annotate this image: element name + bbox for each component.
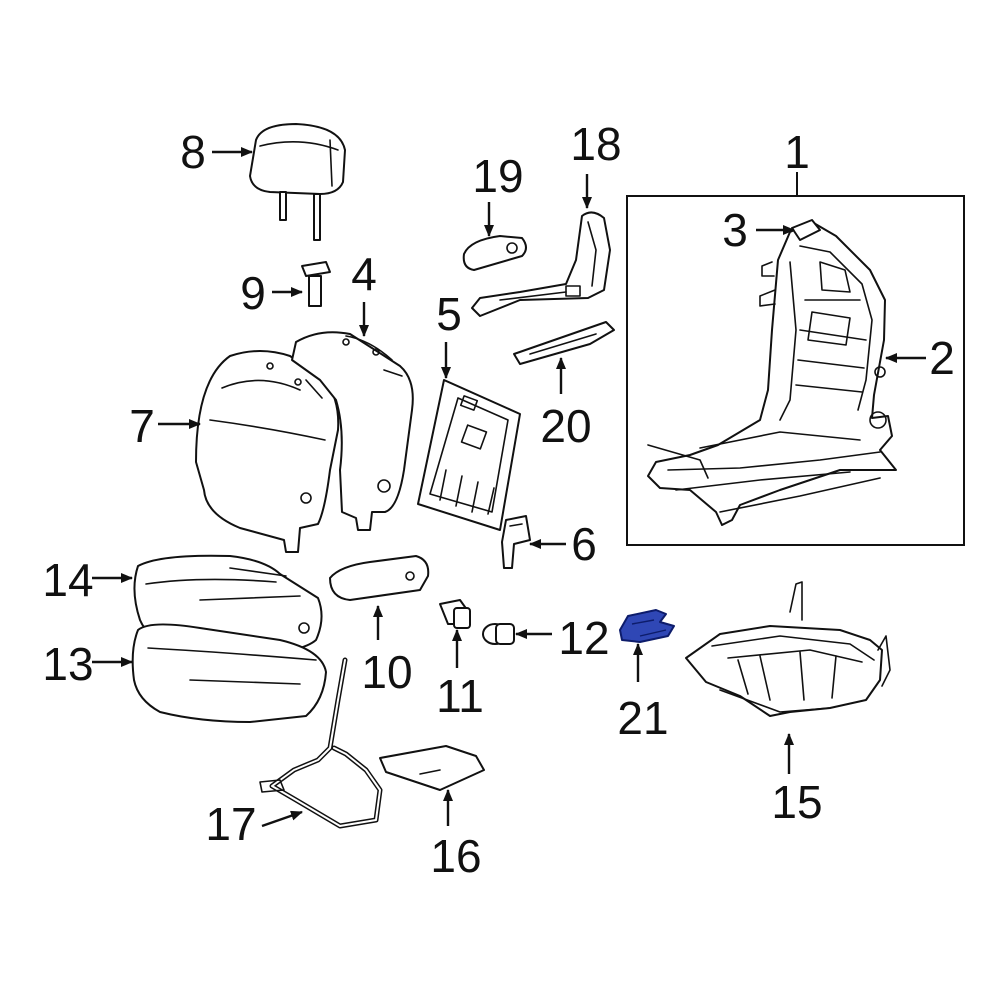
callout-4: 4 [351,248,377,300]
part-18-side-shield [471,211,611,317]
part-4-seatback-pad [291,331,414,531]
callout-21: 21 [617,692,668,744]
part-3-clip [791,219,821,241]
part-15-cushion-frame [685,581,891,717]
part-1-frame-box [626,172,965,546]
callout-19: 19 [472,150,523,202]
part-19-cover [462,235,527,271]
callout-10: 10 [361,646,412,698]
callout-labels: 1 2 3 4 5 6 7 8 9 10 11 12 13 14 15 16 1… [42,118,954,882]
callout-2: 2 [929,332,955,384]
part-6-hook [501,515,531,569]
callout-14: 14 [42,554,93,606]
part-21-highlighted-bracket [619,609,675,643]
callout-15: 15 [771,776,822,828]
part-7-seatback-cover [195,350,340,553]
part-16-plate [379,745,485,791]
callout-12: 12 [558,612,609,664]
callout-17: 17 [205,798,256,850]
callout-9: 9 [240,267,266,319]
part-17-wire-spring [259,657,383,829]
callout-18: 18 [570,118,621,170]
part-12-nut [482,623,515,645]
callout-6: 6 [571,518,597,570]
callout-7: 7 [129,400,155,452]
callout-16: 16 [430,830,481,882]
part-20-trim [513,321,615,365]
callout-13: 13 [42,638,93,690]
part-2-seat-frame [647,221,897,526]
part-10-side-cover [329,555,430,601]
callout-8: 8 [180,126,206,178]
callout-11: 11 [436,670,484,722]
part-5-back-board [417,379,521,531]
leader-arrows [92,147,926,828]
callout-1: 1 [784,126,810,178]
callout-5: 5 [436,288,462,340]
callout-20: 20 [540,400,591,452]
part-9-headrest-guide [301,261,331,307]
part-13-cushion-pad [131,623,327,723]
callout-3: 3 [722,204,748,256]
part-8-headrest [249,123,346,241]
part-11-bolt [439,599,471,629]
